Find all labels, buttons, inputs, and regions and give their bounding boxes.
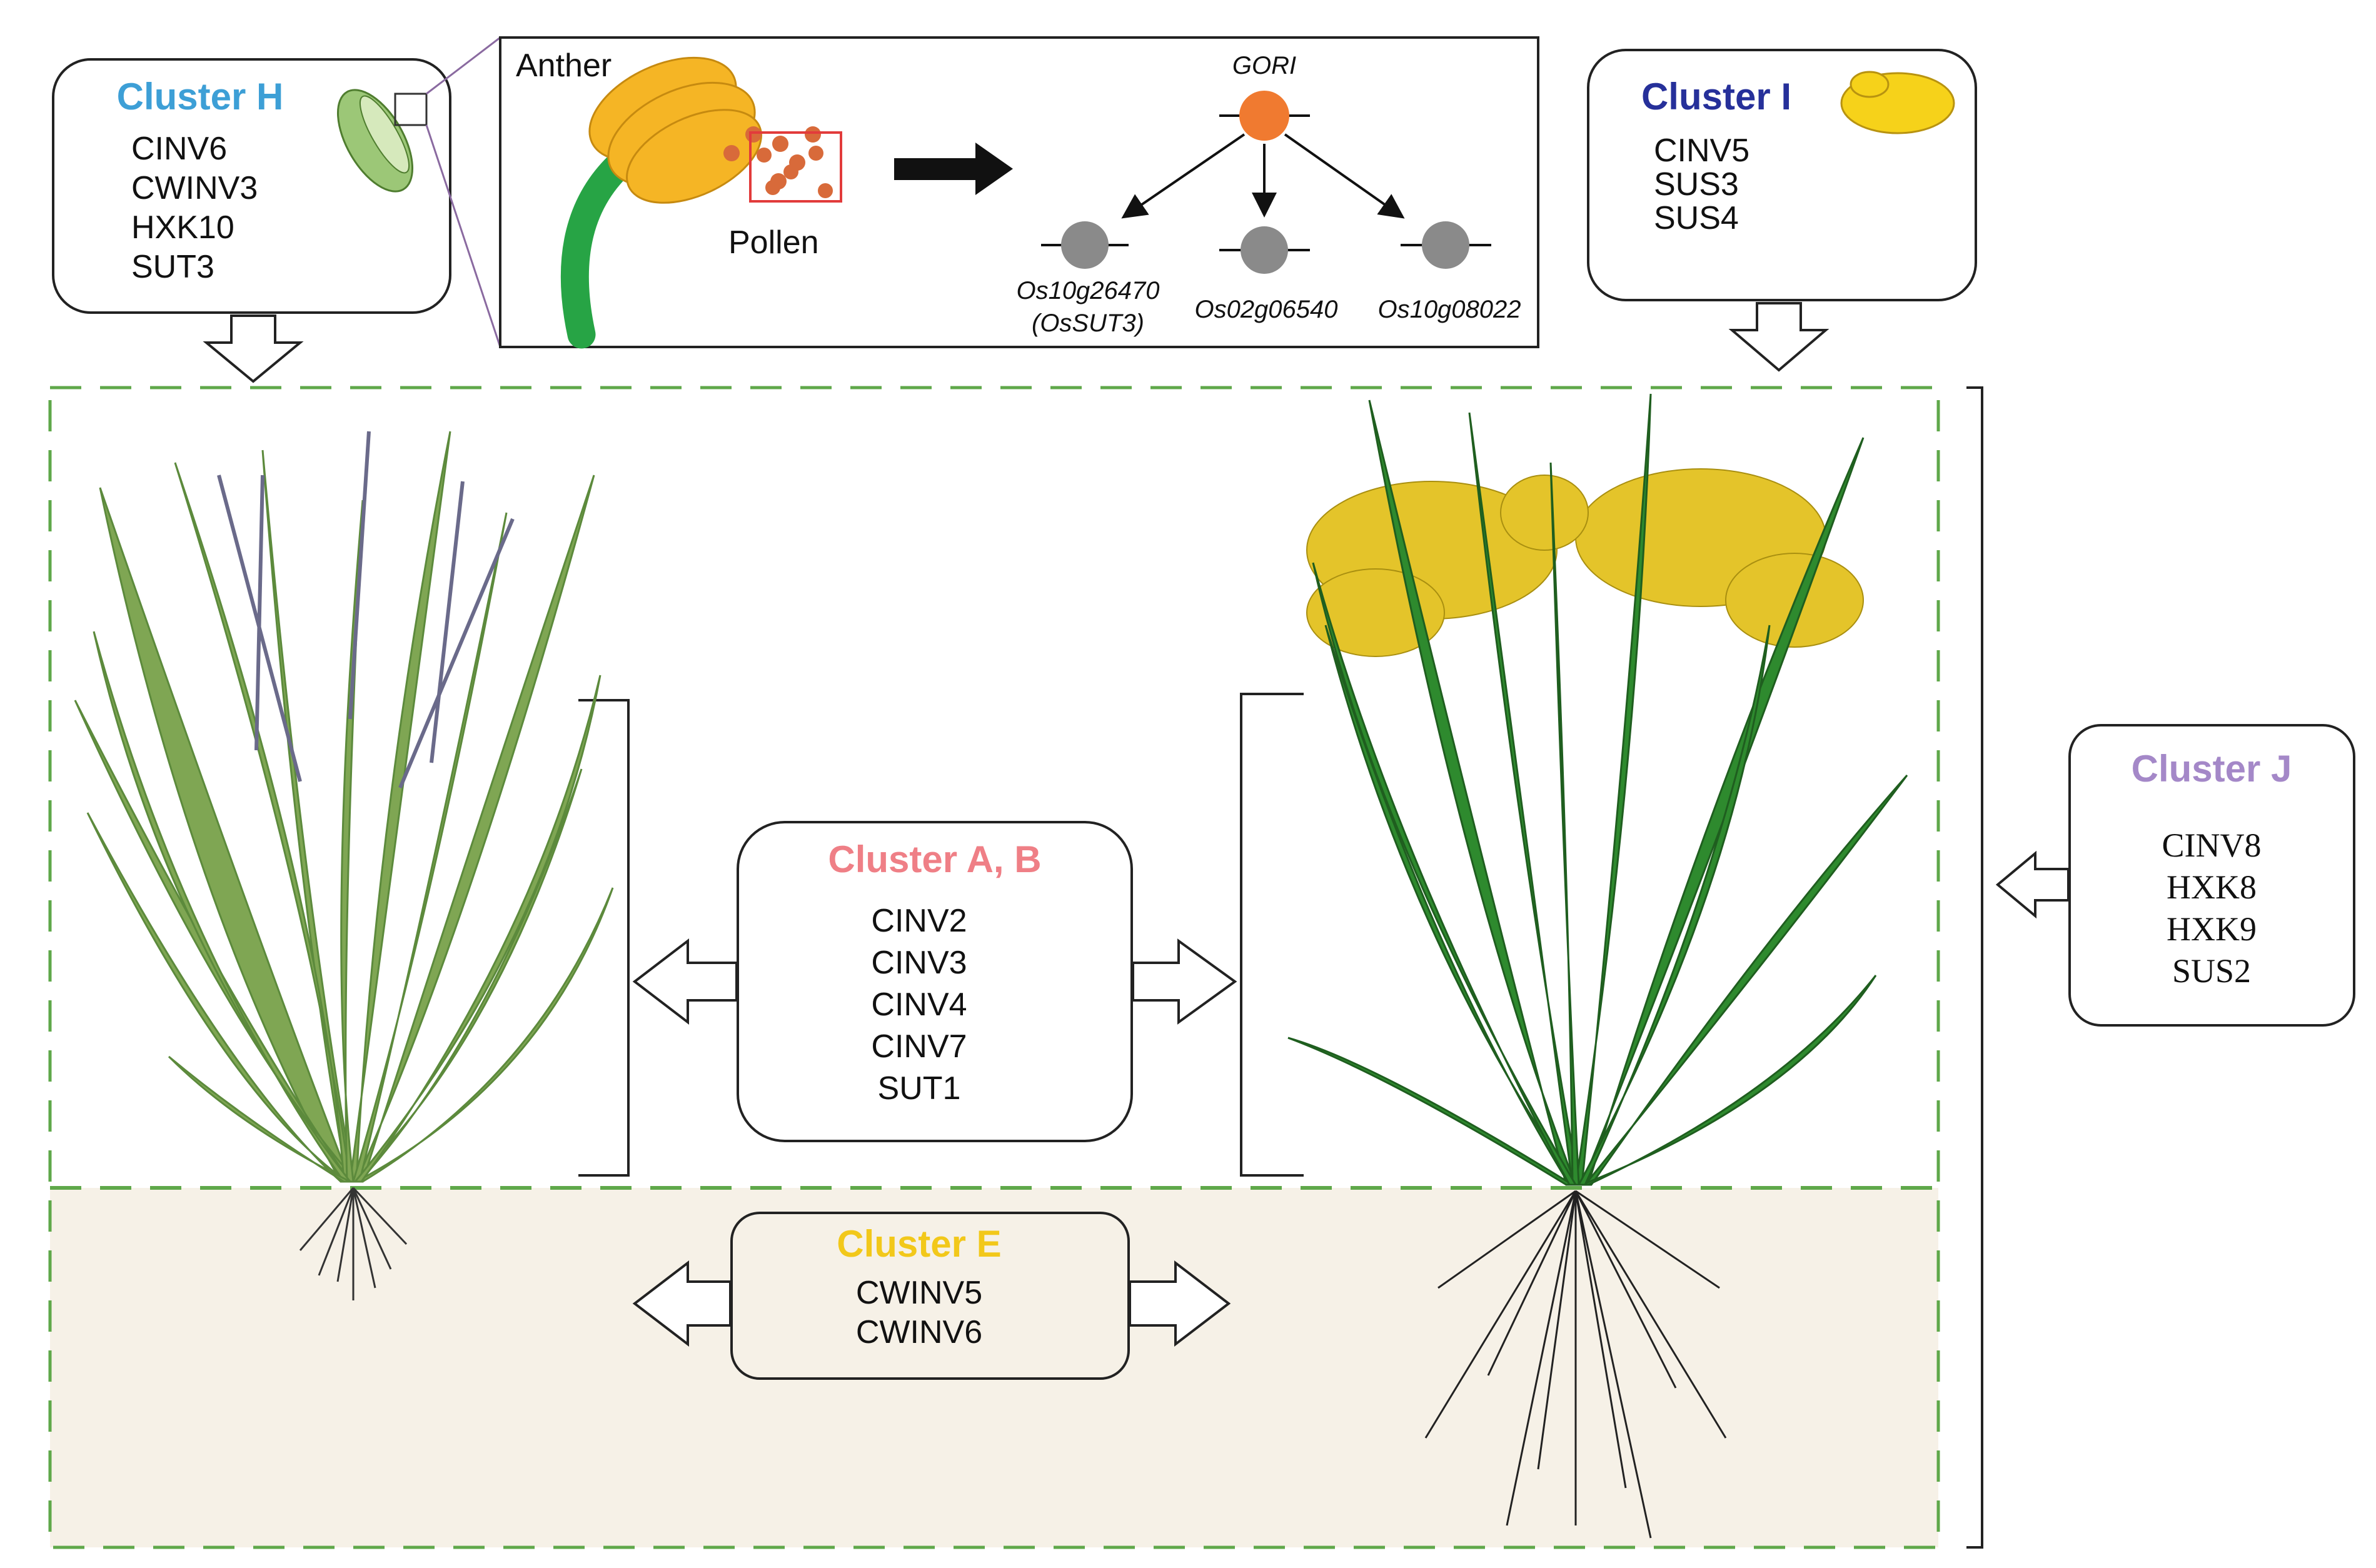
target-node [1061,221,1109,269]
young-shoot-bracket [578,699,630,1177]
cluster-h-gene: HXK10 [131,209,234,246]
regulation-edge [1284,133,1405,219]
anther-shape [588,56,762,204]
cluster-j-gene: CINV8 [2162,827,2262,864]
cluster-j-gene: HXK9 [2167,910,2257,948]
cluster-ab-gene: CINV2 [871,903,967,939]
gori-node [1239,91,1289,141]
anther-label: Anther [516,48,612,84]
cluster-e-gene: CWINV5 [856,1275,982,1311]
cluster-ab-gene: CINV4 [871,987,967,1023]
cluster-h-title: Cluster H [117,76,284,118]
cluster-j-gene: HXK8 [2167,868,2257,906]
zoom-line [425,124,501,348]
target-label: Os10g08022 [1377,296,1521,323]
filament-shape [560,145,640,349]
cluster-h-box: Cluster H CINV6 CWINV3 HXK10 SUT3 [52,58,451,314]
gori-label: GORI [1232,52,1296,79]
cluster-h-gene: CWINV3 [131,170,258,206]
whole-plant-bracket [1966,386,1983,1549]
cluster-e-box: Cluster E CWINV5 CWINV6 [730,1212,1130,1380]
regulation-edge [1121,133,1246,219]
plant-frame [48,386,1940,1549]
cluster-i-title: Cluster I [1641,76,1791,118]
cluster-i-gene: SUS3 [1654,166,1739,203]
cluster-i-box: Cluster I CINV5 SUS3 SUS4 [1587,49,1977,301]
cluster-i-down-arrow [1728,302,1830,372]
cluster-j-gene: SUS2 [2172,952,2251,990]
pollen-zoom-box [749,131,842,203]
cluster-e-title: Cluster E [837,1223,1001,1265]
cluster-h-gene: SUT3 [131,249,214,285]
cluster-e-right-arrow [1129,1260,1231,1347]
rice-grain-icon [1840,71,1955,134]
mature-shoot-bracket [1240,693,1304,1177]
cluster-h-gene: CINV6 [131,131,227,167]
cluster-i-gene: CINV5 [1654,133,1749,169]
anther-gori-inset: Anther Pollen GORI [499,36,1539,349]
zoom-line [426,36,501,95]
cluster-ab-gene: SUT1 [878,1070,961,1107]
cluster-i-gene: SUS4 [1654,200,1739,236]
cluster-h-down-arrow [203,314,304,383]
target-label: (OsSUT3) [1032,309,1144,337]
cluster-ab-gene: CINV3 [871,945,967,981]
cluster-j-title: Cluster J [2132,748,2292,790]
target-label: Os02g06540 [1194,296,1337,323]
mature-rice-plant-illustration [1287,393,1908,1539]
cluster-j-left-arrow [1995,850,2070,919]
cluster-ab-title: Cluster A, B [828,838,1041,880]
target-node [1241,226,1288,274]
cluster-j-box: Cluster J CINV8 HXK8 HXK9 SUS2 [2068,724,2355,1027]
cluster-e-gene: CWINV6 [856,1314,982,1350]
cluster-ab-gene: CINV7 [871,1028,967,1065]
pollen-label: Pollen [728,224,819,261]
young-rice-plant-illustration [74,431,614,1300]
cluster-e-left-arrow [632,1260,732,1347]
cluster-ab-right-arrow [1132,938,1237,1025]
cluster-ab-left-arrow [632,938,738,1025]
cluster-ab-box: Cluster A, B CINV2 CINV3 CINV4 CINV7 SUT… [737,821,1133,1142]
regulation-arrow [894,143,1013,195]
spikelet-icon [336,89,428,193]
target-node [1422,221,1469,269]
target-label: Os10g26470 [1016,277,1159,304]
